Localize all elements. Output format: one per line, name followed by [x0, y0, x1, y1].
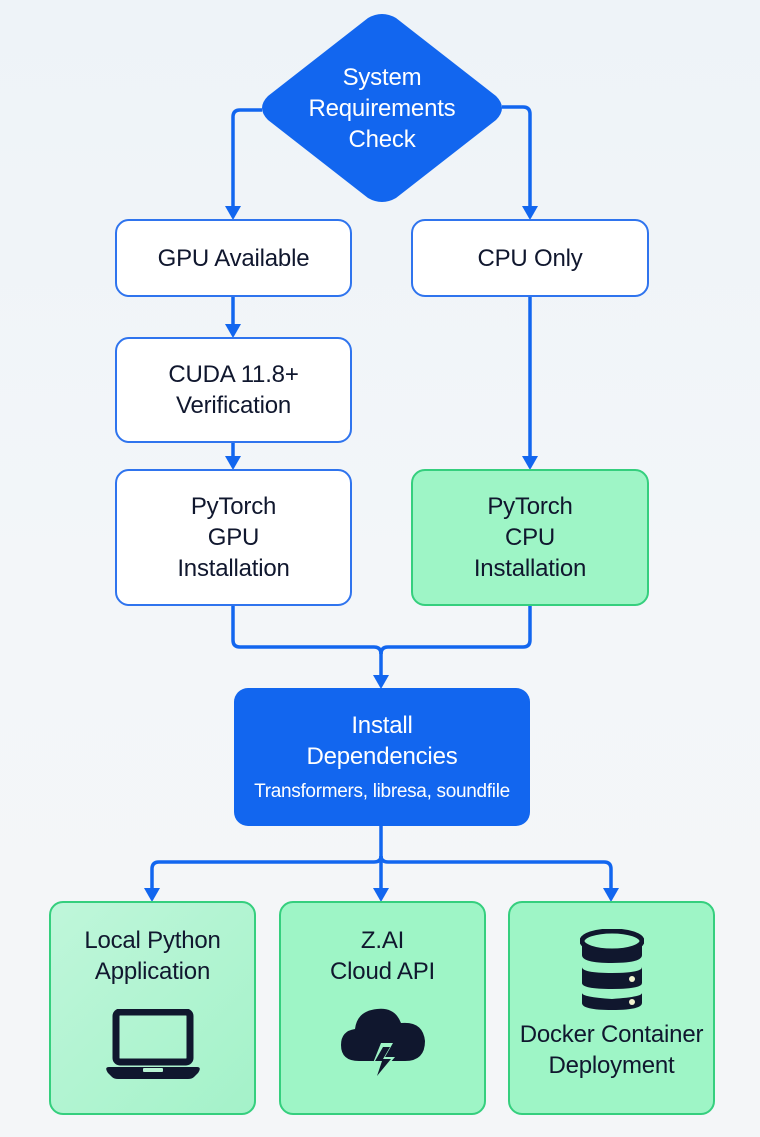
node-label: GPU Available [157, 244, 310, 272]
laptop-icon [105, 1009, 200, 1079]
node-label-line: System [342, 63, 422, 91]
arrowhead-gpu [225, 206, 241, 220]
cloud-lightning-icon [340, 1008, 425, 1081]
node-label-line: Requirements [308, 94, 456, 122]
node-label-line: Docker Container [519, 1021, 704, 1048]
node-pytorch-gpu-installation[interactable]: PyTorch GPU Installation [115, 469, 352, 606]
arrowhead-cpu [522, 206, 538, 220]
arrowhead-local [144, 888, 160, 902]
node-label-line: Check [348, 125, 416, 153]
node-label-line: Install [351, 712, 413, 739]
node-label-line: GPU [207, 524, 260, 551]
node-cuda-verification[interactable]: CUDA 11.8+ Verification [115, 337, 352, 443]
arrowhead-pytorch-cpu [522, 456, 538, 470]
edge-pytorch-cpu-merge [379, 606, 532, 655]
node-label-line: Cloud API [330, 958, 435, 985]
node-label-line: Verification [176, 392, 291, 419]
edge-branch-left [150, 855, 383, 891]
arrowhead-pytorch-gpu [225, 456, 241, 470]
node-docker-container-deployment[interactable]: Docker Container Deployment [508, 901, 715, 1115]
arrowhead-install [373, 675, 389, 689]
arrowhead-docker [603, 888, 619, 902]
node-label-line: Application [94, 958, 211, 985]
node-label: CPU Only [477, 244, 583, 272]
arrowhead-cloud [373, 888, 389, 902]
node-label-line: PyTorch [190, 493, 277, 520]
node-label-line: Local Python [84, 927, 221, 954]
node-gpu-available[interactable]: GPU Available [115, 219, 352, 297]
node-install-dependencies[interactable]: Install Dependencies Transformers, libre… [234, 688, 530, 826]
database-server-icon [579, 929, 644, 1010]
arrowhead-cuda [225, 324, 241, 338]
node-label-line: CPU [504, 524, 556, 551]
node-label-line: CUDA 11.8+ [168, 361, 299, 388]
node-zai-cloud-api[interactable]: Z.AI Cloud API [279, 901, 486, 1115]
node-label-line: PyTorch [487, 493, 573, 520]
edge-start-to-gpu [231, 108, 262, 210]
node-label-line: Deployment [548, 1052, 675, 1079]
node-label-line: Installation [177, 555, 290, 582]
node-pytorch-cpu-installation[interactable]: PyTorch CPU Installation [411, 469, 649, 606]
node-local-python-application[interactable]: Local Python Application [49, 901, 256, 1115]
decision-diamond-shape [262, 14, 502, 202]
node-cpu-only[interactable]: CPU Only [411, 219, 649, 297]
node-label-line: Z.AI [360, 927, 405, 954]
edge-branch-right [379, 855, 613, 891]
node-label-line: Dependencies [306, 743, 458, 770]
node-subtitle: Transformers, libresa, soundfile [254, 781, 510, 802]
edge-pytorch-gpu-merge [231, 606, 383, 655]
node-label-line: Installation [473, 555, 587, 582]
node-system-requirements-check[interactable]: System Requirements Check [258, 14, 506, 202]
edge-start-to-cpu [502, 105, 532, 210]
